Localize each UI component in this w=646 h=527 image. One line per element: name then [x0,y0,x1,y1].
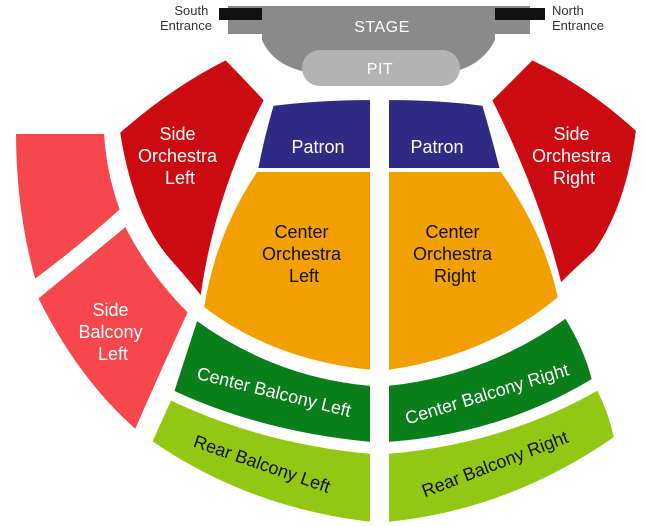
section-rear-balcony-right[interactable] [385,386,618,526]
section-side-balcony-left[interactable] [12,130,192,434]
section-patron-left[interactable] [254,96,374,172]
pit-label: PIT [367,61,393,78]
section-center-balcony-left[interactable] [170,316,374,446]
stage-label: STAGE [354,19,410,36]
north-entrance-label: North Entrance [552,3,604,33]
south-entrance-label: South Entrance [160,3,212,33]
south-entrance: South Entrance [160,3,262,33]
section-rear-balcony-left[interactable] [148,396,374,526]
orchestra-pit [302,50,460,86]
section-side-orchestra-right[interactable] [488,56,640,288]
section-center-balcony-right[interactable] [385,314,596,446]
section-center-orchestra-left[interactable] [200,168,374,374]
section-center-orchestra-right[interactable] [385,168,562,374]
north-entrance: North Entrance [495,3,604,33]
south-entrance-marker [219,8,262,20]
section-side-orchestra-left[interactable] [116,56,268,302]
section-patron-right[interactable] [385,96,504,172]
stage-area: STAGE PIT [228,6,530,86]
north-entrance-marker [495,8,545,20]
